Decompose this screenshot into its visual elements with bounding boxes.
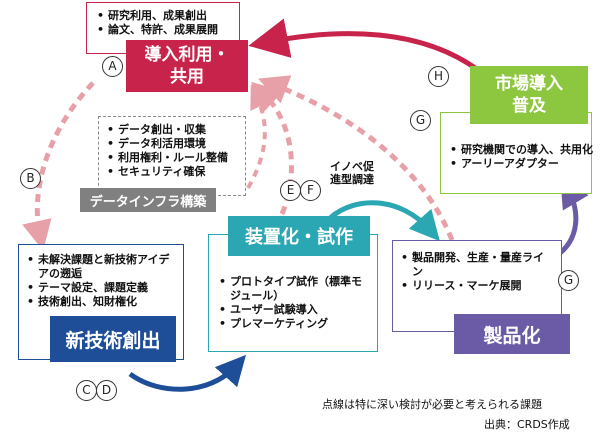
intro-item: 論文、特許、成果展開	[97, 23, 239, 37]
market-title-line1: 市場導入	[495, 74, 563, 94]
new-tech-item: 技術創出、知財権化	[27, 295, 177, 309]
label-c: C	[76, 380, 97, 401]
market-item: アーリーアダプター	[450, 157, 591, 171]
label-g-upper: G	[410, 110, 431, 131]
arrow-newtech-to-device	[128, 354, 247, 392]
market-box: 研究機関での導入、共用化 アーリーアダプター	[440, 112, 593, 194]
data-infra-title: データインフラ構築	[80, 188, 216, 212]
data-infra-item: データ創出・収集	[107, 123, 245, 137]
product-title-text: 製品化	[483, 324, 541, 347]
data-infra-item: セキュリティ確保	[107, 165, 245, 179]
device-title-text: 装置化・試作	[245, 227, 353, 248]
new-tech-item: テーマ設定、課題定義	[27, 281, 177, 295]
label-f: F	[300, 180, 321, 201]
label-e: E	[280, 180, 301, 201]
footer-note: 点線は特に深い検討が必要と考えられる課題	[322, 398, 542, 411]
intro-title-line1: 導入利用・	[144, 45, 230, 65]
arrow-product-to-market	[554, 177, 589, 259]
data-infra-item: データ利活用環境	[107, 137, 245, 151]
product-item: 製品開発、生産・量産ライン	[401, 251, 551, 279]
market-item: 研究機関での導入、共用化	[450, 143, 593, 157]
data-infra-box: データ創出・収集 データ利活用環境 利用権利・ルール整備 セキュリティ確保	[98, 116, 246, 196]
intro-title: 導入利用・ 共用	[126, 40, 248, 92]
data-infra-title-text: データインフラ構築	[89, 194, 207, 210]
device-title: 装置化・試作	[228, 216, 370, 256]
product-item: リリース・マーケ展開	[401, 279, 551, 293]
market-title-line2: 普及	[512, 96, 546, 116]
new-tech-title: 新技術創出	[50, 316, 176, 362]
arrow-datainfra-to-intro	[246, 84, 273, 190]
label-h: H	[428, 66, 449, 87]
market-title: 市場導入 普及	[470, 66, 588, 124]
product-box: 製品開発、生産・量産ライン リリース・マーケ展開	[392, 240, 562, 332]
innovation-label-text: イノベ促進型調達	[330, 160, 374, 186]
product-title: 製品化	[454, 314, 570, 354]
arrow-market-to-intro	[248, 18, 480, 73]
data-infra-item: 利用権利・ルール整備	[107, 151, 245, 165]
new-tech-item: 未解決課題と新技術アイデアの遡逅	[27, 253, 177, 281]
label-a: A	[102, 56, 123, 77]
innovation-label: イノベ促進型調達	[328, 160, 376, 186]
footer-source: 出典：CRDS作成	[484, 418, 570, 431]
arrow-device-to-product	[328, 200, 440, 242]
new-tech-title-text: 新技術創出	[65, 329, 161, 352]
label-d: D	[96, 380, 117, 401]
label-g-lower: G	[558, 270, 579, 291]
arrow-intro-to-newtech	[22, 81, 95, 251]
intro-item: 研究利用、成果創出	[97, 9, 239, 23]
intro-title-line2: 共用	[170, 67, 204, 87]
label-b: B	[20, 168, 41, 189]
